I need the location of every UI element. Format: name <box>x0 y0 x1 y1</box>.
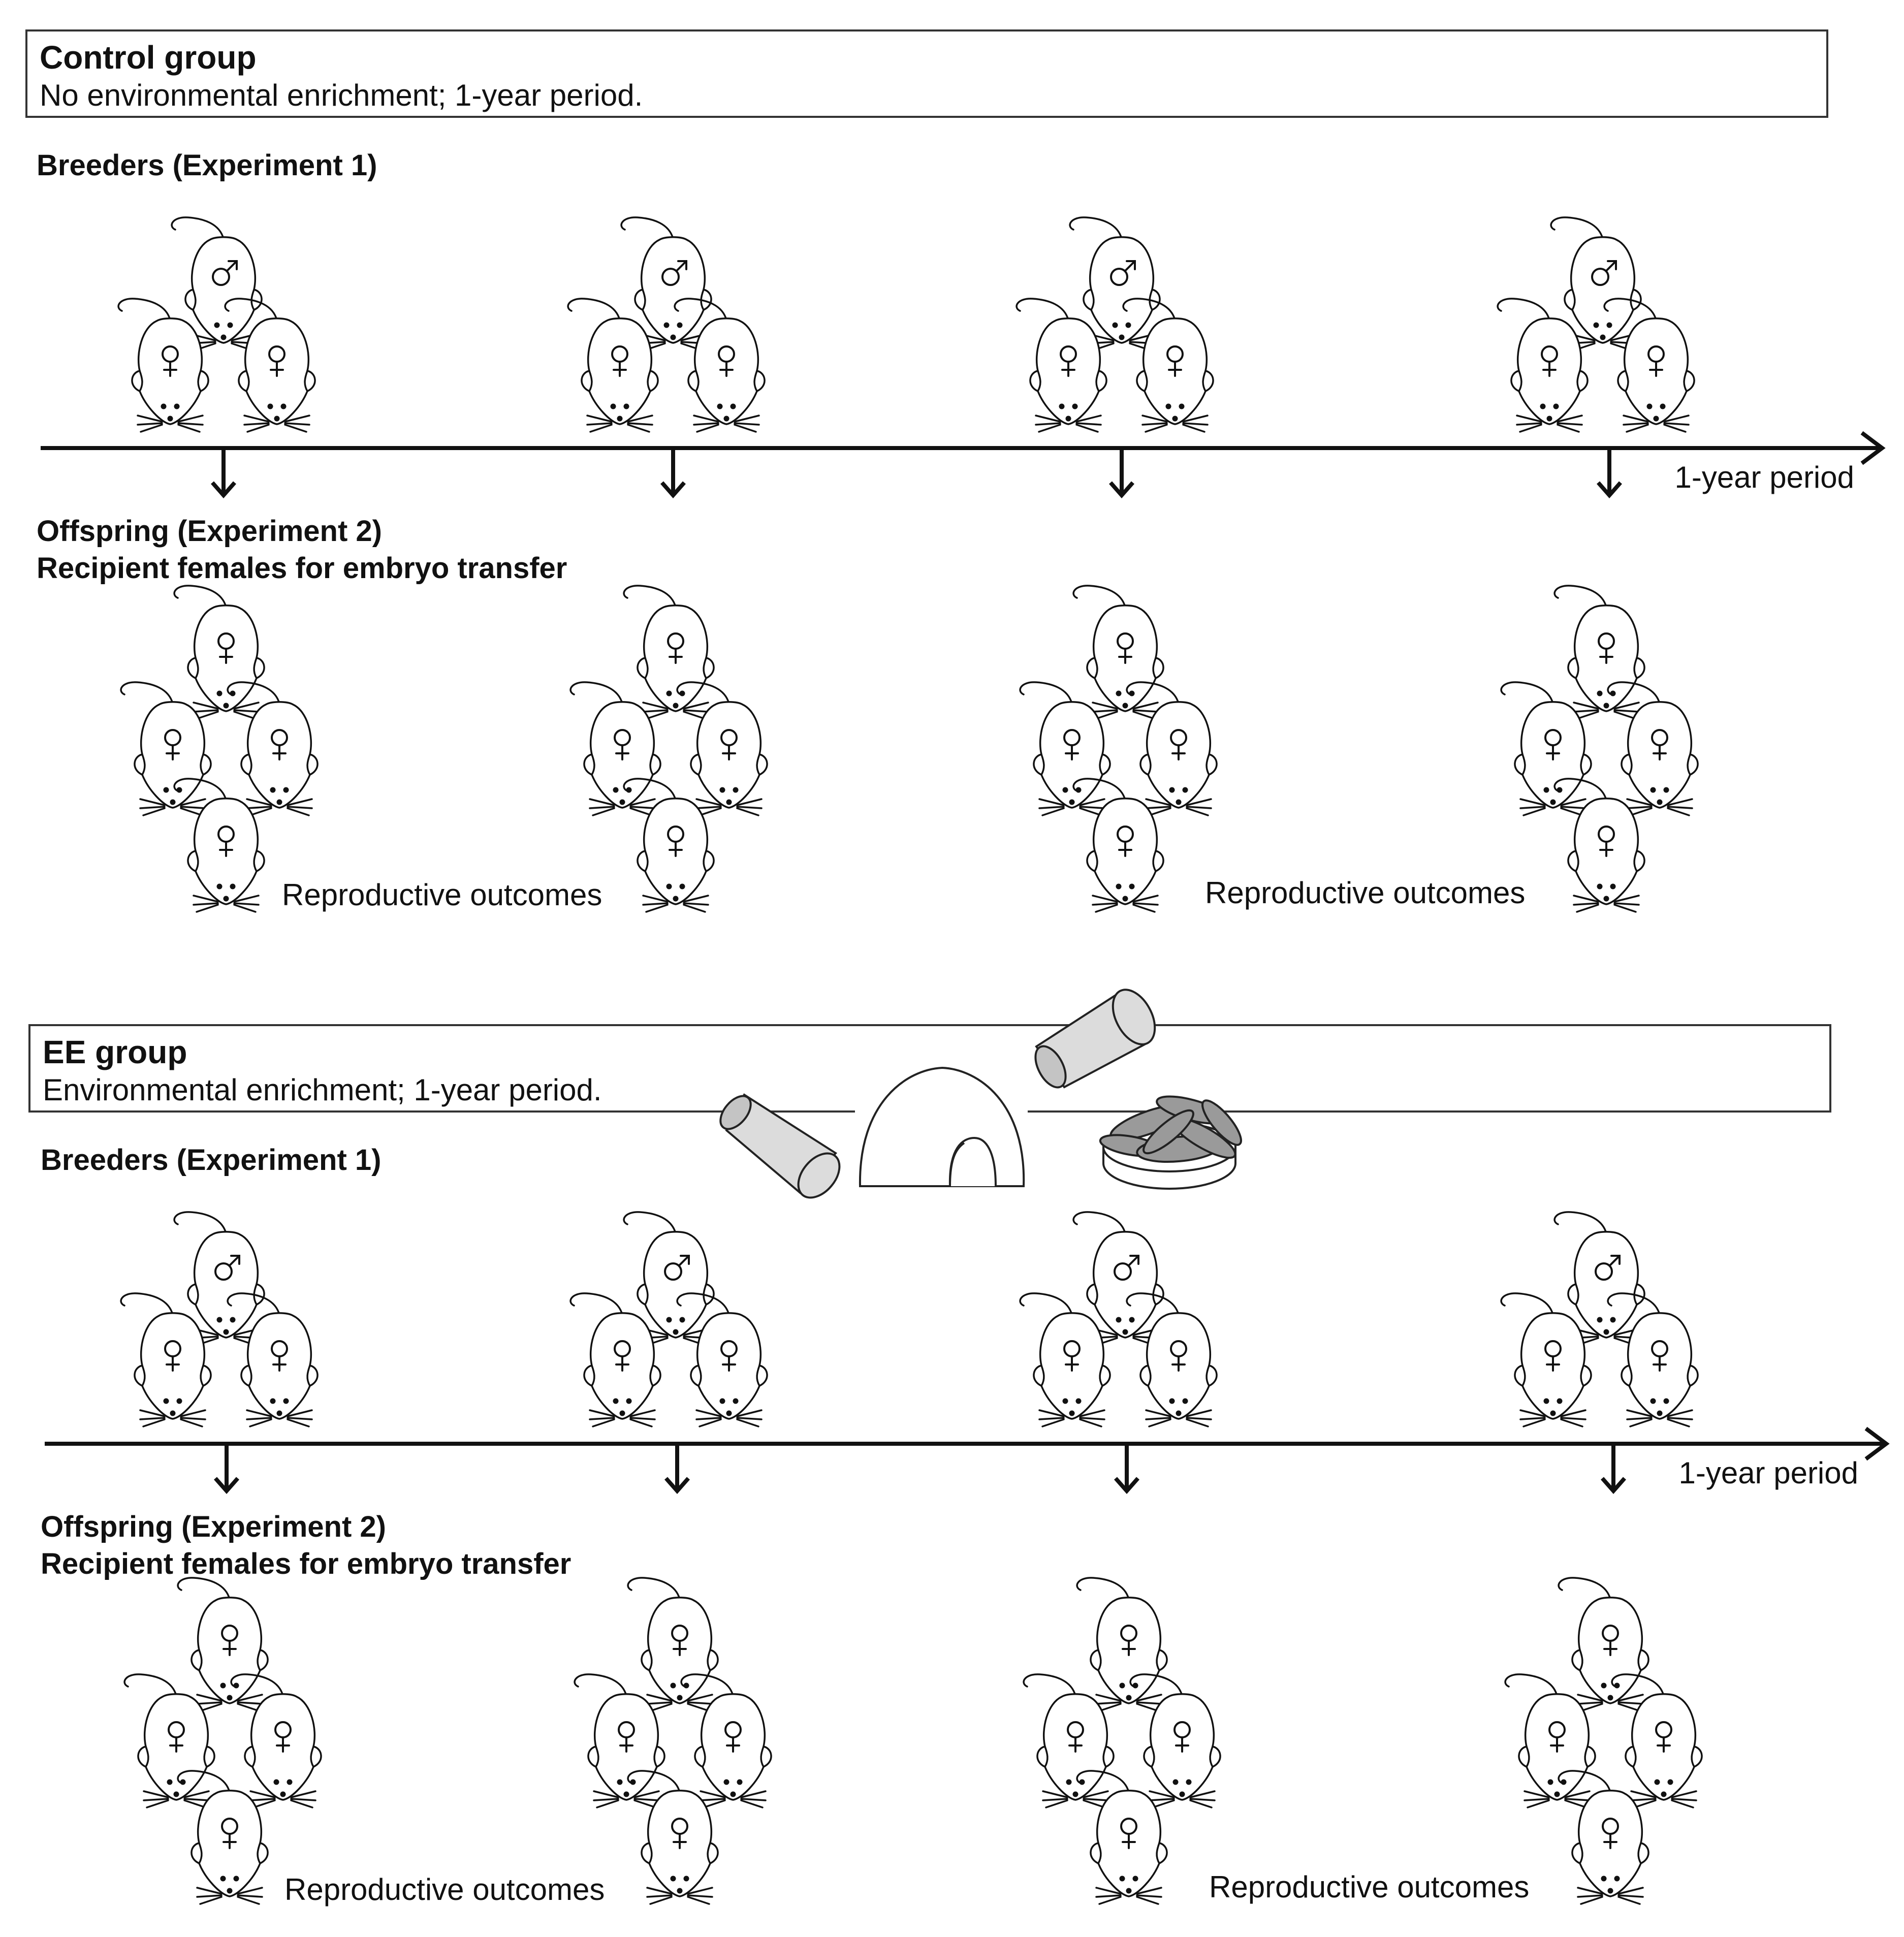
control-recipient-heading: Recipient females for embryo transfer <box>37 552 567 585</box>
ee-title: EE group <box>43 1034 187 1070</box>
breeder-trio-icon <box>121 1212 318 1426</box>
offspring-group-icon <box>1020 586 1217 912</box>
control-offspring-heading: Offspring (Experiment 2) <box>37 515 382 548</box>
control-timeline: 1-year period <box>41 431 1886 499</box>
control-outcome-label-left: Reproductive outcomes <box>282 878 602 912</box>
timeline-arrowhead-icon <box>1864 1426 1890 1461</box>
offspring-group-icon <box>121 586 318 912</box>
down-arrow-icon <box>1114 1444 1140 1495</box>
control-breeder-groups <box>118 217 1694 432</box>
control-timeline-label: 1-year period <box>1674 460 1854 494</box>
tunnel-icon <box>719 1093 841 1199</box>
ee-outcome-label-left: Reproductive outcomes <box>284 1872 605 1907</box>
offspring-group-icon <box>1501 586 1698 912</box>
control-outcome-label-right: Reproductive outcomes <box>1205 876 1525 910</box>
breeder-trio-icon <box>1501 1212 1698 1426</box>
breeder-trio-icon <box>118 217 315 432</box>
timeline-down-arrows <box>213 1444 1627 1495</box>
ee-subtitle: Environmental enrichment; 1-year period. <box>43 1073 602 1107</box>
down-arrow-icon <box>660 448 686 499</box>
down-arrow-icon <box>210 448 237 499</box>
control-title: Control group <box>40 39 257 76</box>
timeline-arrowhead-icon <box>1860 431 1886 465</box>
breeder-trio-icon <box>1498 217 1694 432</box>
tunnel-icon <box>1034 989 1156 1089</box>
offspring-group-icon <box>124 1578 321 1904</box>
control-breeders-heading: Breeders (Experiment 1) <box>37 149 377 182</box>
down-arrow-icon <box>664 1444 690 1495</box>
ee-timeline-label: 1-year period <box>1678 1456 1858 1490</box>
ee-breeders-heading: Breeders (Experiment 1) <box>41 1144 381 1177</box>
ee-recipient-heading: Recipient females for embryo transfer <box>41 1547 571 1580</box>
ee-offspring-heading: Offspring (Experiment 2) <box>41 1510 386 1543</box>
control-subtitle: No environmental enrichment; 1-year peri… <box>40 78 643 112</box>
offspring-group-icon <box>1024 1578 1220 1904</box>
breeder-trio-icon <box>1017 217 1213 432</box>
down-arrow-icon <box>1108 448 1135 499</box>
control-offspring-groups <box>121 586 1698 912</box>
igloo-shelter-icon <box>859 1066 1025 1187</box>
offspring-group-icon <box>1505 1578 1702 1904</box>
timeline-down-arrows <box>210 448 1623 499</box>
ee-timeline: 1-year period <box>45 1426 1890 1495</box>
enrichment-objects <box>719 989 1242 1199</box>
down-arrow-icon <box>1596 448 1623 499</box>
control-title-box <box>25 29 1828 118</box>
breeder-trio-icon <box>1020 1212 1217 1426</box>
control-group-section: Control group No environmental enrichmen… <box>25 29 1886 912</box>
down-arrow-icon <box>213 1444 240 1495</box>
breeder-trio-icon <box>568 217 765 432</box>
breeder-trio-icon <box>570 1212 767 1426</box>
offspring-group-icon <box>570 586 767 912</box>
down-arrow-icon <box>1600 1444 1627 1495</box>
offspring-group-icon <box>575 1578 771 1904</box>
ee-outcome-label-right: Reproductive outcomes <box>1209 1870 1529 1904</box>
ee-group-section: EE group Environmental enrichment; 1-yea… <box>28 989 1890 1907</box>
nesting-material-dish-icon <box>1099 1095 1242 1190</box>
ee-offspring-groups <box>124 1578 1702 1904</box>
ee-breeder-groups <box>121 1212 1698 1426</box>
